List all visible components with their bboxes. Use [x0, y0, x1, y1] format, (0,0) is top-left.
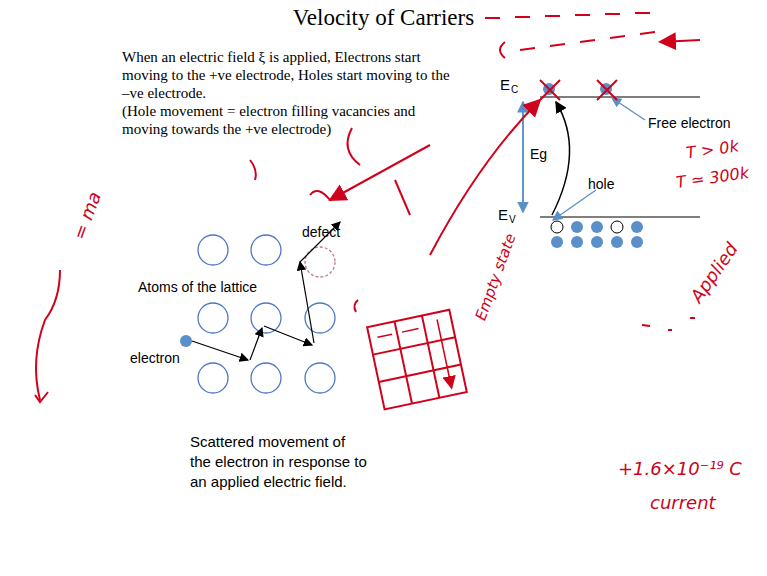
gap-label: Eg: [530, 146, 547, 162]
slide-title: Velocity of Carriers: [0, 5, 767, 31]
callout-text: hole: [588, 176, 614, 192]
caption-text: Scattered movement of the electron in re…: [190, 432, 370, 492]
handwritten-note: Empty state: [472, 231, 520, 323]
handwritten-note: = ma: [68, 189, 105, 243]
handwritten-note: current: [650, 492, 716, 513]
handwritten-note: Applied: [686, 239, 742, 306]
body-text: (Hole movement = electron filling vacanc…: [122, 102, 462, 138]
handwritten-note: +1.6×10⁻¹⁹ C: [618, 458, 742, 479]
band-label: E: [498, 206, 508, 223]
band-subscript: C: [511, 84, 518, 95]
handwritten-note: T > 0k: [685, 136, 740, 162]
band-subscript: V: [509, 214, 516, 225]
callout-text: defect: [302, 224, 340, 240]
band-label: E: [500, 76, 510, 93]
electron-dot: [180, 335, 192, 347]
lattice: [198, 235, 335, 393]
band-diagram: [523, 83, 700, 248]
callout-text: Free electron: [648, 115, 730, 131]
handwritten-note: T ≃ 300k: [675, 163, 750, 192]
callout-text: Atoms of the lattice: [136, 279, 259, 295]
callout-text: electron: [128, 350, 182, 366]
annotation-ink: [35, 13, 700, 409]
body-text: When an electric field ξ is applied, Ele…: [122, 48, 457, 102]
